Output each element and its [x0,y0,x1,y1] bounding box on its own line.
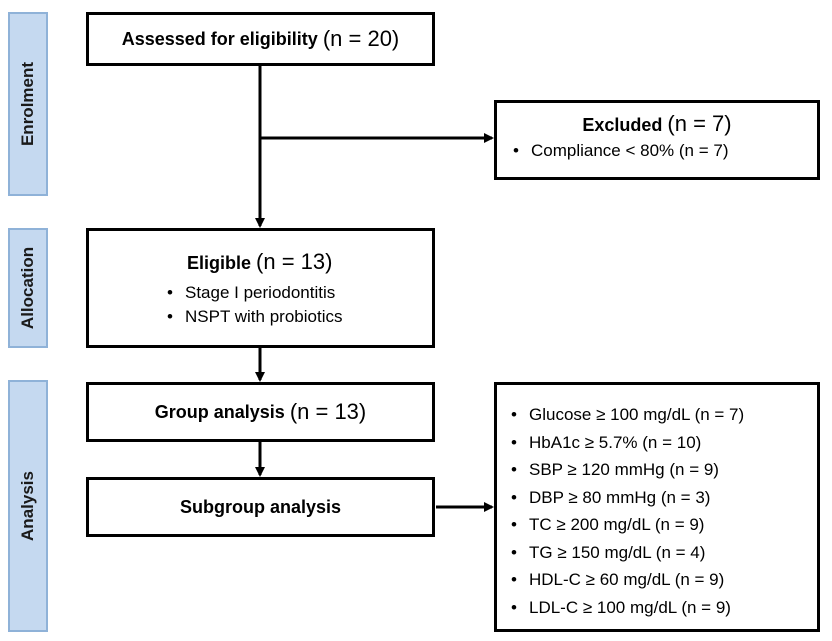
excluded-box: Excluded (n = 7) Compliance < 80% (n = 7… [494,100,820,180]
subgroup-item: TG ≥ 150 mg/dL (n = 4) [509,539,817,567]
subgroup-item: HbA1c ≥ 5.7% (n = 10) [509,429,817,457]
stage-allocation: Allocation [8,228,48,348]
group-analysis-label: Group analysis [154,401,285,422]
eligible-item: NSPT with probiotics [165,305,432,329]
subgroups-list: Glucose ≥ 100 mg/dL (n = 7) HbA1c ≥ 5.7%… [509,401,817,621]
excluded-list: Compliance < 80% (n = 7) [511,141,803,161]
eligible-label: Eligible [187,253,252,273]
assessed-label: Assessed for eligibility [121,28,318,49]
subgroups-box: Glucose ≥ 100 mg/dL (n = 7) HbA1c ≥ 5.7%… [494,382,820,632]
subgroup-analysis-label: Subgroup analysis [179,496,342,517]
excluded-n: (n = 7) [667,111,732,136]
subgroup-item: Glucose ≥ 100 mg/dL (n = 7) [509,401,817,429]
subgroup-item: LDL-C ≥ 100 mg/dL (n = 9) [509,594,817,622]
subgroup-item: TC ≥ 200 mg/dL (n = 9) [509,511,817,539]
subgroup-analysis-box: Subgroup analysis [86,477,435,537]
eligible-n: (n = 13) [256,249,333,274]
eligible-item: Stage I periodontitis [165,281,432,305]
subgroup-item: HDL-C ≥ 60 mg/dL (n = 9) [509,566,817,594]
assessed-n: (n = 20) [322,26,400,51]
subgroup-item: DBP ≥ 80 mmHg (n = 3) [509,484,817,512]
excluded-item: Compliance < 80% (n = 7) [511,141,803,161]
group-analysis-n: (n = 13) [289,399,367,424]
subgroup-item: SBP ≥ 120 mmHg (n = 9) [509,456,817,484]
assessed-box: Assessed for eligibility (n = 20) [86,12,435,66]
eligible-list: Stage I periodontitis NSPT with probioti… [165,281,432,329]
eligible-title: Eligible (n = 13) [165,249,432,275]
eligible-box: Eligible (n = 13) Stage I periodontitis … [86,228,435,348]
group-analysis-box: Group analysis (n = 13) [86,382,435,442]
excluded-title: Excluded (n = 7) [511,111,803,137]
excluded-label: Excluded [582,115,663,135]
stage-analysis: Analysis [8,380,48,632]
stage-enrolment: Enrolment [8,12,48,196]
